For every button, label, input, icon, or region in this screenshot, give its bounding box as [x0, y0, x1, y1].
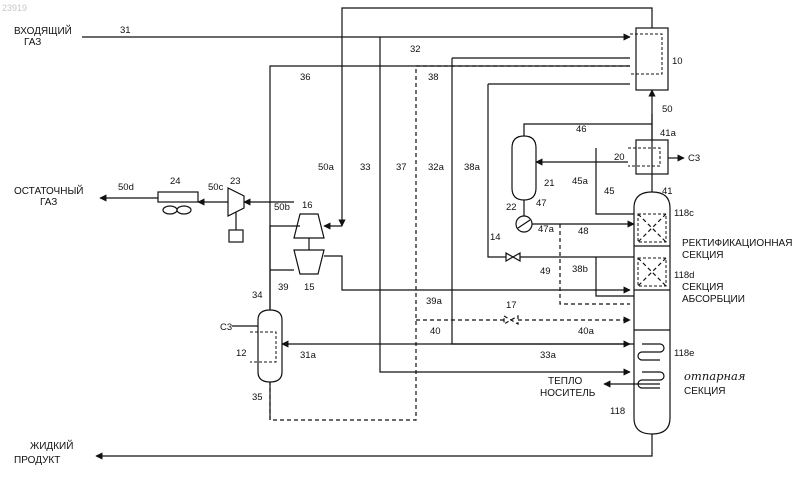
- label-21: 21: [544, 178, 555, 189]
- label-46: 46: [576, 124, 587, 135]
- label-14: 14: [490, 232, 501, 243]
- label-50d: 50d: [118, 182, 134, 193]
- watermark: 23919: [2, 3, 27, 13]
- valve-17: [504, 316, 518, 324]
- label-36: 36: [300, 72, 311, 83]
- stripping-label-1: отпарная: [684, 369, 746, 383]
- label-20: 20: [614, 152, 625, 163]
- label-35: 35: [252, 392, 263, 403]
- label-38: 38: [428, 72, 439, 83]
- heat-medium-label-2: НОСИТЕЛЬ: [540, 388, 596, 399]
- label-50b: 50b: [274, 202, 290, 213]
- label-17: 17: [506, 300, 517, 311]
- label-10: 10: [672, 56, 683, 67]
- inlet-gas-label-1: ВХОДЯЩИЙ: [14, 24, 72, 37]
- residue-gas-label-1: ОСТАТОЧНЫЙ: [14, 184, 83, 197]
- pump-22: [516, 216, 532, 232]
- expander-16: [294, 214, 324, 250]
- liquid-product-label-1: ЖИДКИЙ: [30, 439, 73, 452]
- liquid-product-label-2: ПРОДУКТ: [14, 455, 60, 466]
- valve-14: [506, 253, 520, 261]
- label-50a: 50a: [318, 162, 335, 173]
- valve-icon: [504, 316, 518, 324]
- air-cooler-icon: [158, 192, 198, 202]
- heat-exchanger-10: [630, 28, 668, 90]
- label-33: 33: [360, 162, 371, 173]
- fractionation-column-icon: [634, 192, 670, 434]
- heat-medium-label-1: ТЕПЛО: [548, 376, 583, 387]
- compressor-icon: [294, 250, 324, 274]
- label-48: 48: [578, 226, 589, 237]
- absorption-label-1: СЕКЦИЯ: [682, 282, 724, 293]
- label-40: 40: [430, 326, 441, 337]
- stream-46: [524, 124, 652, 136]
- label-39a: 39a: [426, 296, 443, 307]
- label-40a: 40a: [578, 326, 595, 337]
- label-118d: 118d: [674, 270, 694, 281]
- label-32a: 32a: [428, 162, 445, 173]
- heat-exchanger-icon: [636, 28, 668, 90]
- label-49: 49: [540, 266, 551, 277]
- label-32: 32: [410, 44, 421, 55]
- label-45: 45: [604, 186, 615, 197]
- label-24: 24: [170, 176, 181, 187]
- label-47: 47: [536, 198, 547, 209]
- compressor-23: [228, 188, 244, 242]
- label-118: 118: [610, 406, 625, 417]
- label-23: 23: [230, 176, 241, 187]
- c3-top-label: C3: [688, 153, 700, 164]
- air-cooler-24: [158, 192, 198, 214]
- label-12: 12: [236, 348, 247, 359]
- rectification-label-2: СЕКЦИЯ: [682, 250, 724, 261]
- label-118e: 118e: [674, 348, 694, 359]
- label-41a: 41a: [660, 128, 677, 139]
- fractionation-column: [634, 192, 670, 434]
- label-22: 22: [506, 202, 517, 213]
- rectification-label-1: РЕКТИФИКАЦИОННАЯ: [682, 238, 792, 249]
- label-33a: 33a: [540, 350, 557, 361]
- separator-drum-icon: [258, 310, 282, 382]
- stream-49: [560, 224, 630, 304]
- label-39: 39: [278, 282, 289, 293]
- stream-38-37: [270, 66, 630, 420]
- stream-38b: [488, 84, 634, 257]
- label-15: 15: [304, 282, 315, 293]
- side-reboiler-12: [250, 310, 282, 382]
- compressor-icon: [228, 188, 244, 216]
- compressor-15: [294, 250, 324, 274]
- label-38a: 38a: [464, 162, 481, 173]
- stream-32-33: [380, 37, 630, 372]
- label-37: 37: [396, 162, 407, 173]
- label-31: 31: [120, 25, 131, 36]
- label-41: 41: [662, 186, 673, 197]
- label-50c: 50c: [208, 182, 224, 193]
- separator-drum-21: [512, 136, 536, 200]
- motor-icon: [229, 230, 243, 242]
- separator-drum-icon: [512, 136, 536, 200]
- valve-icon: [506, 253, 520, 261]
- stream-44: [96, 434, 652, 456]
- label-45a: 45a: [572, 176, 589, 187]
- c3-side-label: C3: [220, 322, 232, 333]
- label-50: 50: [662, 104, 673, 115]
- stripping-label-2: СЕКЦИЯ: [684, 386, 726, 397]
- label-38b: 38b: [572, 264, 588, 275]
- residue-gas-label-2: ГАЗ: [40, 197, 57, 208]
- absorption-label-2: АБСОРБЦИИ: [682, 294, 745, 305]
- label-47a: 47a: [538, 224, 555, 235]
- inlet-gas-label-2: ГАЗ: [24, 37, 41, 48]
- heat-exchanger-20: [628, 140, 668, 174]
- label-31a: 31a: [300, 350, 317, 361]
- label-16: 16: [302, 200, 313, 211]
- label-34: 34: [252, 290, 263, 301]
- label-118c: 118c: [674, 208, 694, 219]
